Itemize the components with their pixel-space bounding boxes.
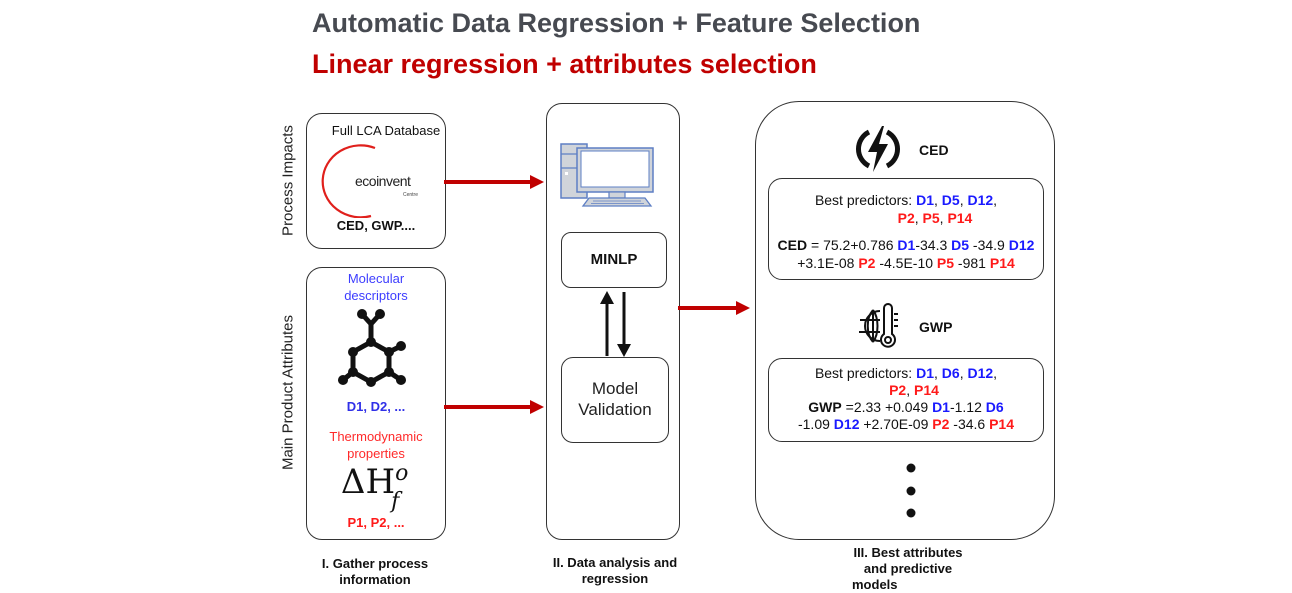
arrow-database-to-analysis — [444, 175, 544, 189]
molecule-icon — [338, 309, 406, 387]
arrow-up-icon — [600, 291, 614, 304]
logo-subtext: Centre — [403, 192, 418, 198]
gwp-equation: GWP =2.33 +0.049 D1-1.12 D6 -1.09 D12 +2… — [797, 399, 1015, 432]
ced-predictors: Best predictors: D1, D5, D12, P2, P5, P1… — [814, 192, 998, 226]
properties-list: P1, P2, ... — [347, 515, 405, 530]
computer-icon — [560, 143, 654, 207]
arrow-down-icon — [617, 344, 631, 357]
arrow-attributes-to-analysis — [444, 400, 544, 414]
stage2-caption: II. Data analysis and regression — [552, 555, 678, 586]
globe-thermometer-icon — [859, 303, 898, 348]
dot — [906, 463, 916, 473]
side-label-process-impacts: Process Impacts — [279, 125, 297, 236]
main-title: Automatic Data Regression + Feature Sele… — [312, 8, 921, 38]
gwp-model-box: Best predictors: D1, D6, D12, P2, P14 GW… — [768, 358, 1044, 442]
dot — [906, 486, 916, 496]
ecoinvent-logo: ecoinvent Centre — [321, 144, 418, 218]
ced-model-box: Best predictors: D1, D5, D12, P2, P5, P1… — [768, 178, 1044, 280]
descriptors-list: D1, D2, ... — [346, 399, 406, 414]
gwp-predictors: Best predictors: D1, D6, D12, P2, P14 — [814, 365, 998, 398]
subtitle: Linear regression + attributes selection — [312, 49, 817, 79]
arrow-analysis-to-models — [678, 301, 750, 315]
product-attributes-box: Molecular descriptors D1, D2, ... Thermo… — [306, 267, 446, 540]
stage3-caption: III. Best attributes and predictive mode… — [852, 545, 963, 592]
ced-label: CED — [919, 142, 949, 158]
gwp-label: GWP — [919, 319, 953, 335]
stage1-caption: I. Gather process information — [321, 556, 429, 587]
model-validation-label: Model Validation — [578, 379, 652, 419]
ced-equation: CED = 75.2+0.786 D1-34.3 D5 -34.9 D12 +3… — [777, 237, 1035, 271]
logo-text: ecoinvent — [355, 173, 411, 189]
side-label-main-product-attributes: Main Product Attributes — [279, 314, 297, 471]
minlp-box: MINLP — [561, 232, 667, 288]
data-analysis-box: MINLP Model Validation — [546, 103, 680, 540]
logo-arc — [321, 144, 376, 218]
descriptors-title: Molecular descriptors — [344, 271, 408, 303]
minlp-label: MINLP — [590, 251, 638, 268]
lca-database-box: Full LCA Database ecoinvent Centre CED, … — [306, 113, 446, 249]
lightning-bolt-icon — [855, 126, 901, 172]
predictive-models-box: CED Best predictors: D1, D5, D12, P2, P5… — [755, 101, 1055, 540]
ellipsis-dots-icon — [906, 463, 916, 518]
feedback-arrows — [600, 291, 631, 357]
model-validation-box: Model Validation — [561, 357, 669, 443]
impacts-list: CED, GWP.... — [336, 218, 416, 233]
database-title: Full LCA Database — [331, 123, 441, 138]
properties-title: Thermodynamic properties — [329, 429, 423, 461]
dot — [906, 508, 916, 518]
